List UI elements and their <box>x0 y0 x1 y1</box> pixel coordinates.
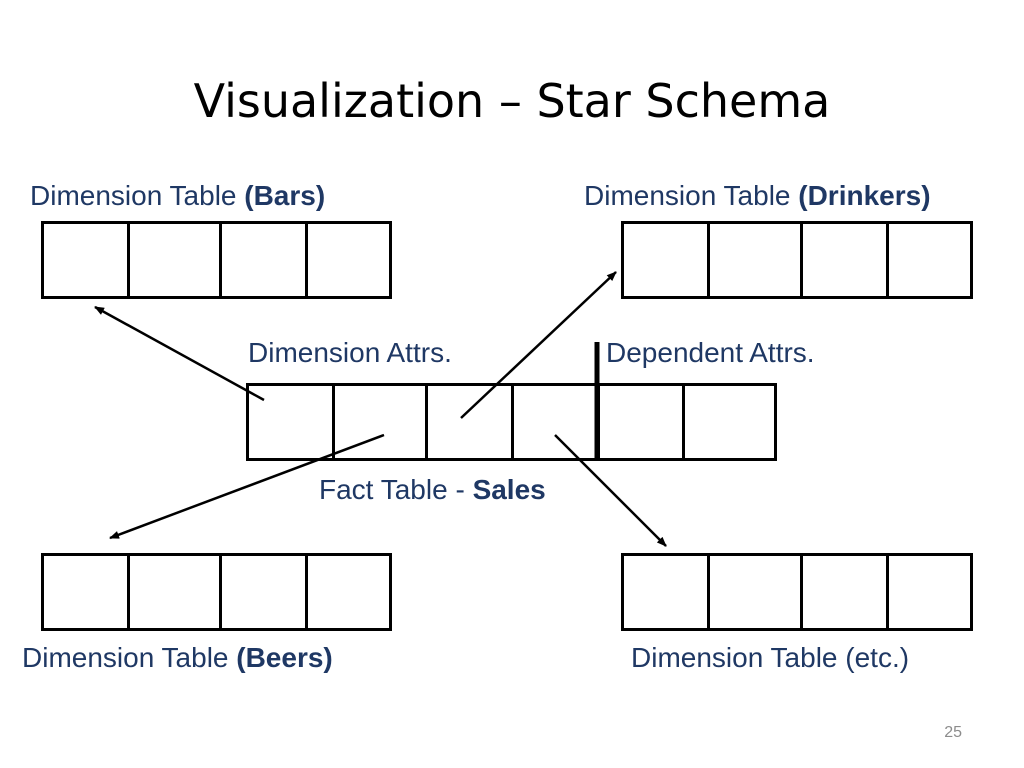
label-name: (Bars) <box>244 180 326 211</box>
label-name: (Drinkers) <box>798 180 931 211</box>
label-prefix: Dimension Table <box>30 180 245 211</box>
table-cell <box>305 553 392 631</box>
label-dimension-etc: Dimension Table (etc.) <box>631 644 909 672</box>
table-cell <box>246 383 335 461</box>
table-cell <box>621 553 710 631</box>
label-dimension-drinkers: Dimension Table (Drinkers) <box>584 182 931 210</box>
table-etc <box>621 553 973 631</box>
table-cell <box>511 383 600 461</box>
table-cell <box>305 221 392 299</box>
label-dimension-beers: Dimension Table (Beers) <box>22 644 333 672</box>
label-prefix: Dimension Table <box>584 180 799 211</box>
table-cell <box>597 383 685 461</box>
label-prefix: Dimension Table <box>22 642 237 673</box>
table-cell <box>800 221 889 299</box>
label-fact-table: Fact Table - Sales <box>319 476 546 504</box>
table-cell <box>682 383 777 461</box>
table-cell <box>425 383 514 461</box>
label-dimension-bars: Dimension Table (Bars) <box>30 182 325 210</box>
table-drinkers <box>621 221 973 299</box>
slide-title: Visualization – Star Schema <box>193 74 831 128</box>
label-dependent-attrs: Dependent Attrs. <box>606 337 815 368</box>
table-fact-sales <box>246 383 777 461</box>
table-cell <box>127 221 222 299</box>
arrow-to-bars <box>94 305 265 402</box>
label-name: (Beers) <box>236 642 333 673</box>
table-bars <box>41 221 392 299</box>
label-dimension-attrs: Dimension Attrs. <box>248 337 452 368</box>
table-cell <box>41 221 130 299</box>
table-cell <box>127 553 222 631</box>
label-prefix: Fact Table - <box>319 474 473 505</box>
table-cell <box>219 553 308 631</box>
table-cell <box>332 383 428 461</box>
table-cell <box>707 553 803 631</box>
page-number: 25 <box>944 724 962 741</box>
table-cell <box>886 553 973 631</box>
table-cell <box>41 553 130 631</box>
table-beers <box>41 553 392 631</box>
table-cell <box>886 221 973 299</box>
label-name: Sales <box>472 474 546 505</box>
table-cell <box>707 221 803 299</box>
table-cell <box>219 221 308 299</box>
table-cell <box>800 553 889 631</box>
table-cell <box>621 221 710 299</box>
label-prefix: Dimension Table (etc.) <box>631 642 910 673</box>
